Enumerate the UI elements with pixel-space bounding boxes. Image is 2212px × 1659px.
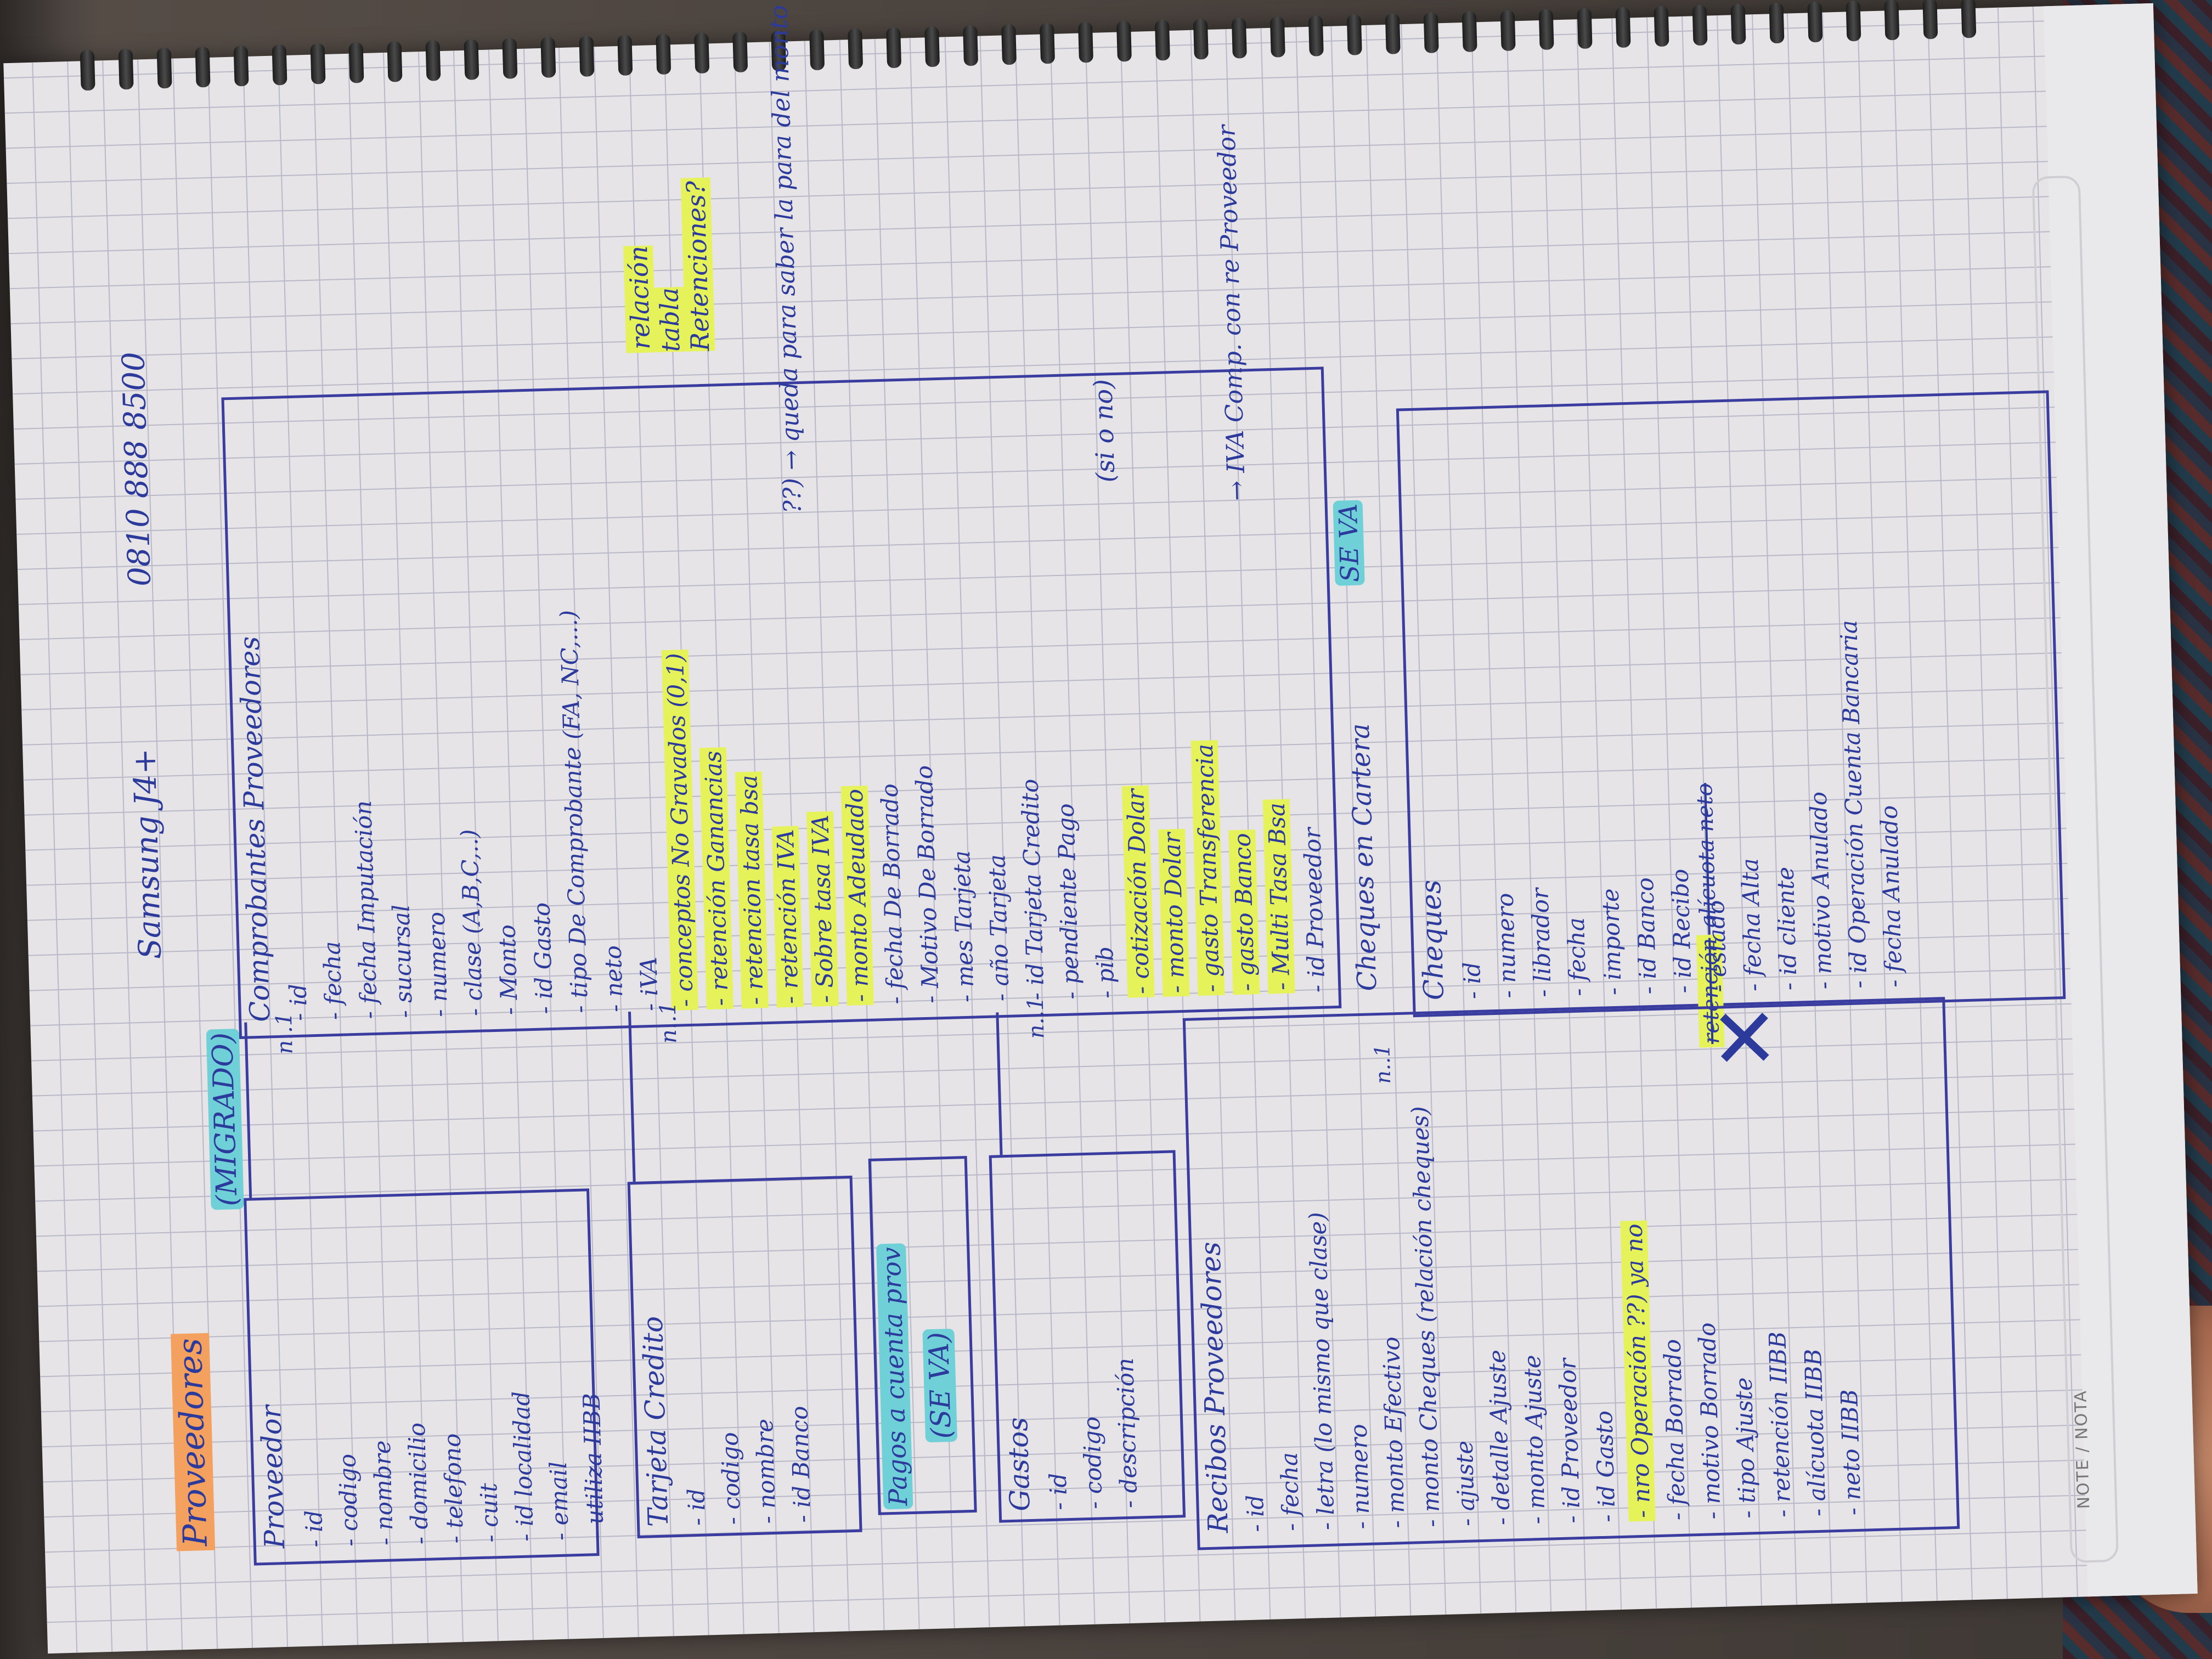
relationship-line [628, 1012, 636, 1182]
cheques-cartera-title: Cheques en Cartera [1344, 723, 1383, 992]
cardinality-label: n..1 [1023, 996, 1049, 1040]
relationship-line [244, 1022, 252, 1198]
entity-pagos-tag: (SE VA) [922, 1328, 958, 1443]
entity-cheques: Cheques - id - numero - librador - fecha… [1414, 619, 1908, 1001]
entity-tarjeta: Tarjeta Credito - id - codigo - nombre -… [636, 1316, 816, 1527]
relationship-line [996, 1012, 1003, 1155]
cardinality-label: n..1 [1370, 1043, 1396, 1085]
note-relacion: relación tabla Retenciones? [622, 175, 715, 353]
cardinality-label: n..1 [655, 1001, 682, 1044]
entity-proveedor: Proveedor - id - codigo - nombre - domic… [255, 1391, 609, 1549]
phone-number: 0810 888 8500 [116, 351, 158, 587]
phone-model: Samsung J4+ [127, 748, 168, 960]
entity-comprobantes: Comprobantes Proveedores - id - fecha - … [233, 610, 1330, 1023]
migrado-tag: (MIGRADO) [206, 1029, 244, 1210]
notebook-page: NOTE / NOTA Samsung J4+ 0810 888 8500 Pr… [3, 0, 2198, 1654]
entity-gastos: Gastos - id - codigo - descripción [1001, 1357, 1143, 1512]
note-si-no: (si o no) [1088, 379, 1121, 483]
page-title: Proveedores [171, 1333, 216, 1551]
entity-recibos: Recibos Proveedores - id - fecha - letra… [1194, 1105, 1866, 1534]
cheques-cartera-tag: SE VA [1333, 500, 1365, 586]
